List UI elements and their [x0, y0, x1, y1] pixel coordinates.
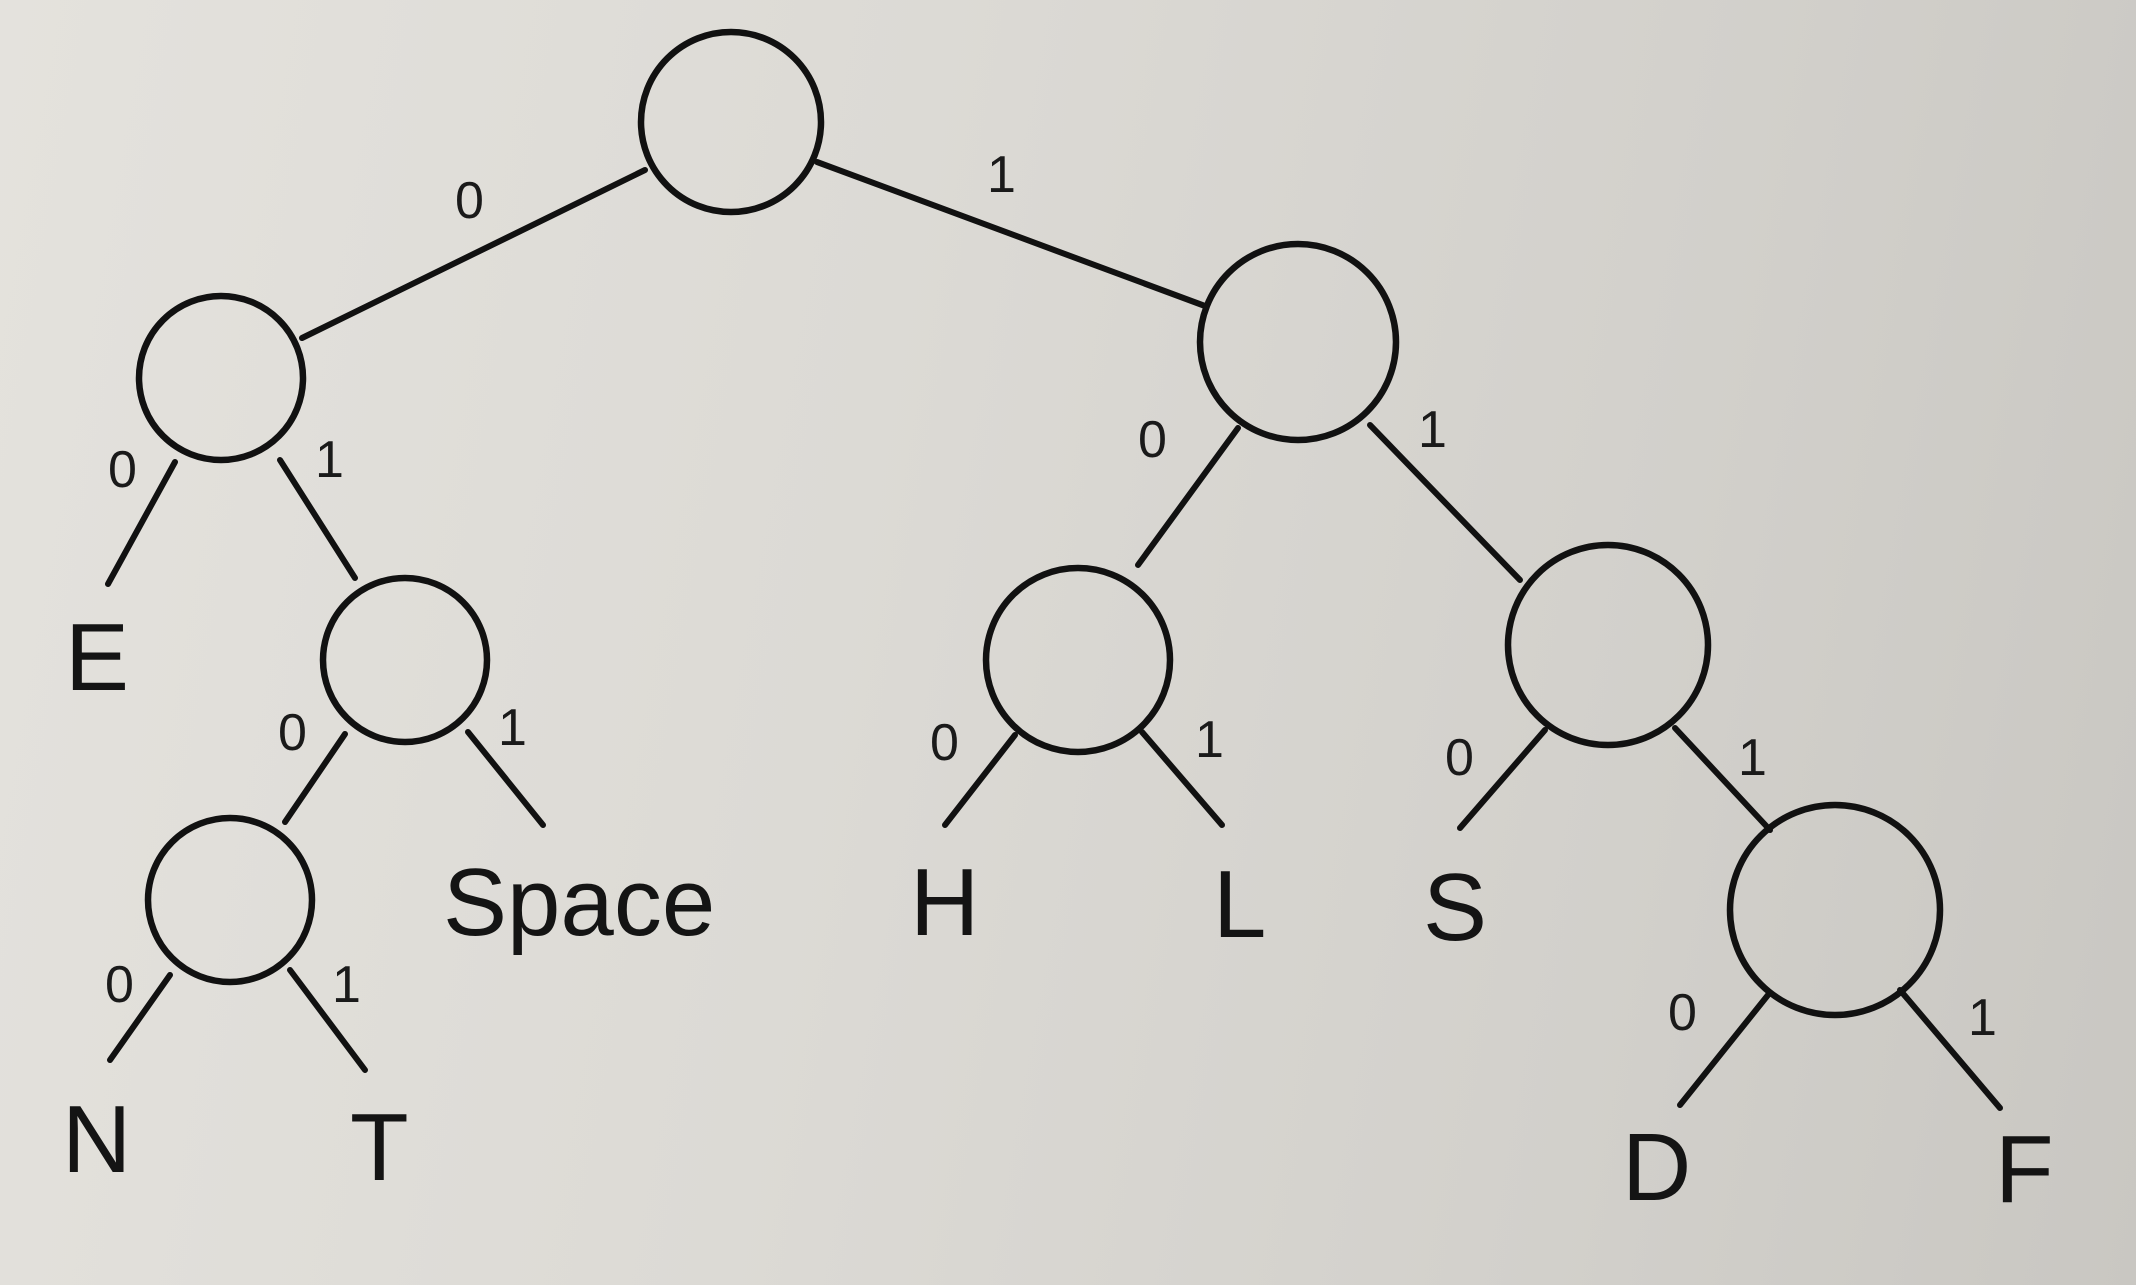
leaf-Space: Space	[443, 849, 715, 956]
bit-LR-right: 1	[498, 699, 527, 757]
edge-RRR-right	[1897, 987, 2003, 1111]
edge-L-right	[277, 457, 358, 581]
bit-LRL-left: 0	[105, 956, 134, 1014]
node-right	[1196, 240, 1400, 444]
edge-LR-right	[465, 729, 546, 828]
edge-root-right	[814, 159, 1208, 309]
leaf-D: D	[1622, 1114, 1691, 1221]
leaf-L: L	[1213, 851, 1266, 958]
leaf-N: N	[62, 1086, 131, 1193]
bit-LRL-right: 1	[332, 956, 361, 1014]
bit-R-right: 1	[1418, 401, 1447, 459]
node-left-right	[319, 574, 491, 746]
bit-LR-left: 0	[278, 704, 307, 762]
bit-root-left: 0	[455, 172, 484, 230]
edge-L-left	[105, 459, 178, 587]
leaf-F: F	[1995, 1116, 2054, 1223]
edge-root-left	[299, 167, 648, 341]
bit-RRR-right: 1	[1968, 989, 1997, 1047]
bit-R-left: 0	[1138, 411, 1167, 469]
edge-R-right	[1367, 422, 1523, 583]
leaf-S: S	[1423, 854, 1487, 961]
edge-LR-left	[282, 731, 348, 825]
edge-LRL-left	[107, 972, 173, 1063]
edge-RL-right	[1139, 729, 1225, 828]
leaf-E: E	[65, 604, 129, 711]
edge-R-left	[1135, 425, 1241, 568]
bit-RRR-left: 0	[1668, 984, 1697, 1042]
node-left	[135, 292, 307, 464]
edge-LRL-right	[287, 967, 368, 1073]
bit-L-right: 1	[315, 431, 344, 489]
node-right-right-right	[1726, 801, 1944, 1019]
edge-RL-left	[942, 732, 1018, 828]
edge-RR-left	[1457, 727, 1548, 831]
bit-L-left: 0	[108, 441, 137, 499]
node-right-right	[1504, 541, 1712, 749]
bit-RL-left: 0	[930, 714, 959, 772]
bit-RR-left: 0	[1445, 729, 1474, 787]
bit-RL-right: 1	[1195, 711, 1224, 769]
edge-RR-right	[1672, 725, 1773, 833]
node-right-left	[982, 564, 1174, 756]
leaf-T: T	[350, 1094, 409, 1201]
node-root	[637, 28, 825, 216]
bit-RR-right: 1	[1738, 729, 1767, 787]
bit-root-right: 1	[987, 146, 1016, 204]
leaf-H: H	[910, 849, 979, 956]
node-left-right-left	[144, 814, 316, 986]
edge-RRR-left	[1677, 992, 1771, 1108]
